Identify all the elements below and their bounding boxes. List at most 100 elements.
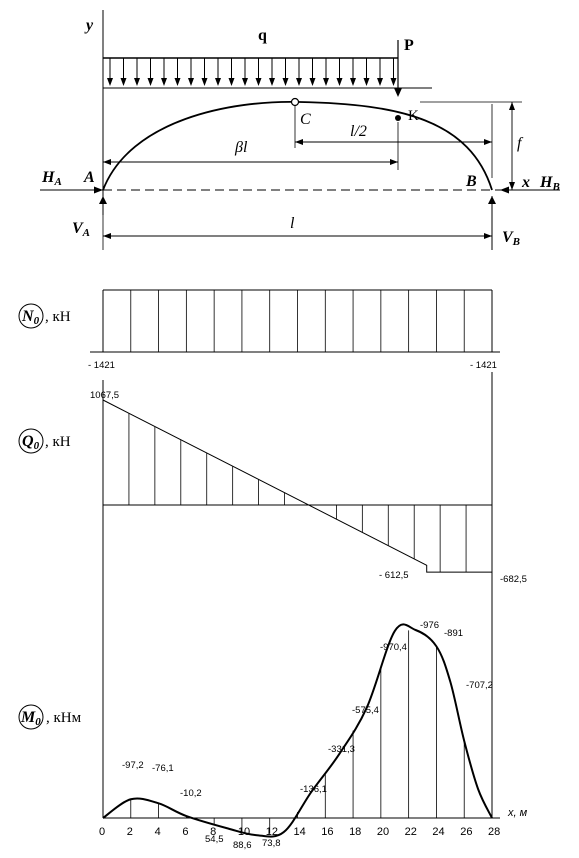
m0-value-label: -10,2 — [180, 788, 202, 799]
m0-value-label: -136,1 — [300, 784, 327, 795]
point-k-label: K — [408, 108, 419, 124]
load-arrowhead — [201, 78, 208, 86]
dim-beta-l-arrow-right — [390, 159, 398, 165]
m0-value-labels: -97,2 -76,1 -10,2 54,5 88,6 73,8 -136,1 -331,3 -… — [122, 620, 493, 851]
load-label: q — [258, 27, 267, 44]
point-c-label: C — [300, 111, 311, 128]
m0-x-tick: 2 — [127, 826, 133, 838]
n0-left-value: - 1421 — [88, 360, 115, 371]
hinge-c — [290, 97, 300, 107]
dim-f-arrow-bottom — [509, 182, 515, 190]
ha-label: HA — [41, 169, 62, 188]
dim-l-arrow-right — [484, 233, 492, 239]
q0-symbol: Q0 — [22, 433, 40, 452]
load-arrowhead — [147, 78, 154, 86]
load-arrowhead — [363, 78, 370, 86]
load-arrowhead — [228, 78, 235, 86]
dim-f-arrow-top — [509, 102, 515, 110]
m0-x-tick: 24 — [432, 826, 444, 838]
load-arrowhead — [120, 78, 127, 86]
load-arrowhead — [323, 78, 329, 86]
q0-unit: , кН — [45, 434, 71, 450]
x-axis-label: x — [521, 174, 530, 191]
m0-x-tick: 28 — [488, 826, 500, 838]
m0-x-tick: 0 — [99, 826, 105, 838]
dim-half-l-arrow-left — [295, 139, 303, 145]
q0-symbol-circle — [18, 428, 44, 454]
m0-symbol: M0 — [20, 709, 41, 728]
load-arrowhead — [350, 78, 356, 86]
n0-unit: , кН — [45, 309, 71, 325]
m0-x-tick: 22 — [405, 826, 417, 838]
n0-symbol-circle — [18, 303, 44, 329]
n0-hatching — [130, 290, 465, 352]
m0-unit: , кНм — [46, 710, 82, 726]
dim-half-l-label: l/2 — [350, 123, 367, 140]
load-arrowhead — [188, 78, 194, 86]
load-arrowhead — [296, 78, 302, 86]
load-arrows — [107, 58, 397, 86]
m0-value-label: -331,3 — [328, 744, 355, 755]
m0-hatching — [130, 630, 465, 834]
load-arrowhead — [134, 78, 140, 86]
vb-label: VB — [502, 229, 520, 248]
n0-right-value: - 1421 — [470, 360, 497, 371]
point-k-dot — [395, 115, 401, 121]
hb-arrowhead — [500, 186, 509, 194]
m0-value-label: 54,5 — [205, 834, 224, 845]
load-arrowhead — [242, 78, 248, 86]
load-arrowhead — [377, 78, 383, 86]
m0-value-label: 88,6 — [233, 840, 252, 851]
dim-l-arrow-left — [103, 233, 111, 239]
va-label: VA — [72, 220, 90, 239]
hb-label: HB — [539, 174, 560, 193]
load-arrowhead — [309, 78, 316, 86]
m0-value-label: -97,2 — [122, 760, 144, 771]
dim-beta-l-arrow-left — [103, 159, 111, 165]
arch-scheme: y q P C K l/2 βl — [40, 10, 560, 250]
m0-x-tick: 8 — [210, 826, 216, 838]
force-p-arrowhead — [394, 88, 402, 97]
m0-value-label: -575,4 — [352, 705, 379, 716]
n0-diagram: N0 , кН - 1421 - 1421 — [18, 289, 500, 371]
m0-x-tick: 18 — [349, 826, 361, 838]
n0-symbol: N0 — [21, 308, 40, 327]
q0-jump-value: - 612,5 — [379, 570, 409, 581]
load-arrowhead — [215, 78, 221, 86]
m0-value-label: 73,8 — [262, 838, 281, 849]
q0-curve — [102, 399, 492, 573]
force-p-label: P — [404, 37, 414, 54]
load-arrowhead — [174, 78, 181, 86]
load-arrowhead — [255, 78, 262, 86]
dim-l-label: l — [290, 215, 295, 232]
load-arrowhead — [107, 78, 113, 86]
m0-curve — [102, 623, 493, 838]
y-axis-label: y — [84, 17, 94, 34]
m0-x-tick: 20 — [377, 826, 389, 838]
m0-axis-label: x, м — [507, 807, 528, 819]
load-arrowhead — [336, 78, 343, 86]
dim-beta-l-label: βl — [234, 139, 248, 156]
m0-value-label: -891 — [444, 628, 463, 639]
dim-half-l-arrow-right — [484, 139, 492, 145]
q0-start-value: 1067,5 — [90, 390, 119, 401]
m0-x-tick: 6 — [182, 826, 188, 838]
load-arrowhead — [390, 78, 397, 86]
m0-x-tick: 10 — [238, 826, 250, 838]
m0-value-label: -76,1 — [152, 763, 174, 774]
m0-x-tick: 16 — [321, 826, 333, 838]
load-arrowhead — [269, 78, 275, 86]
m0-value-label: -976 — [420, 620, 439, 631]
load-arrowhead — [161, 78, 167, 86]
m0-symbol-circle — [18, 704, 44, 730]
m0-value-label: -707,2 — [466, 680, 493, 691]
m0-x-tick: 14 — [294, 826, 306, 838]
q0-hatching — [128, 413, 467, 573]
point-b-label: B — [465, 173, 477, 190]
dim-f-label: f — [517, 135, 524, 152]
arch-curve — [102, 100, 493, 191]
q0-end-value: -682,5 — [500, 574, 527, 585]
